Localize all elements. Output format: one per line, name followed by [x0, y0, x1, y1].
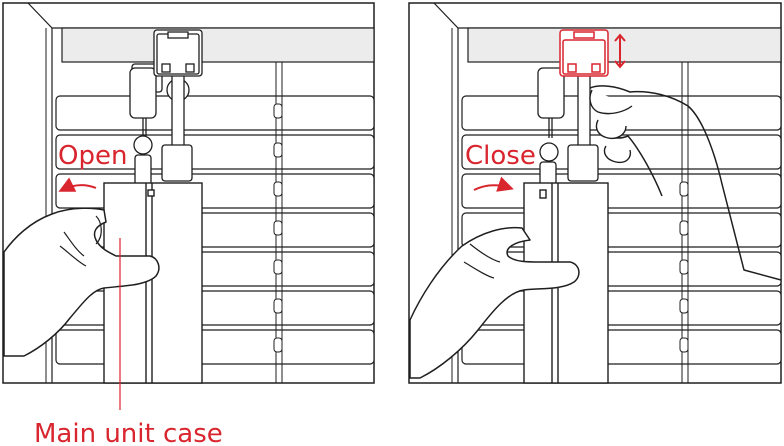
panel-close: Close [409, 3, 781, 383]
callout-label: Main unit case [34, 419, 223, 446]
action-label-open: Open [58, 141, 127, 171]
window-inner-frame [434, 3, 781, 28]
head-rail [468, 28, 781, 62]
clip-module-highlighted [560, 30, 608, 76]
action-label-close: Close [465, 141, 536, 171]
head-rail [62, 28, 374, 62]
window-inner-frame [28, 3, 374, 28]
clip-module [154, 30, 202, 76]
panel-open: Open [3, 3, 374, 383]
